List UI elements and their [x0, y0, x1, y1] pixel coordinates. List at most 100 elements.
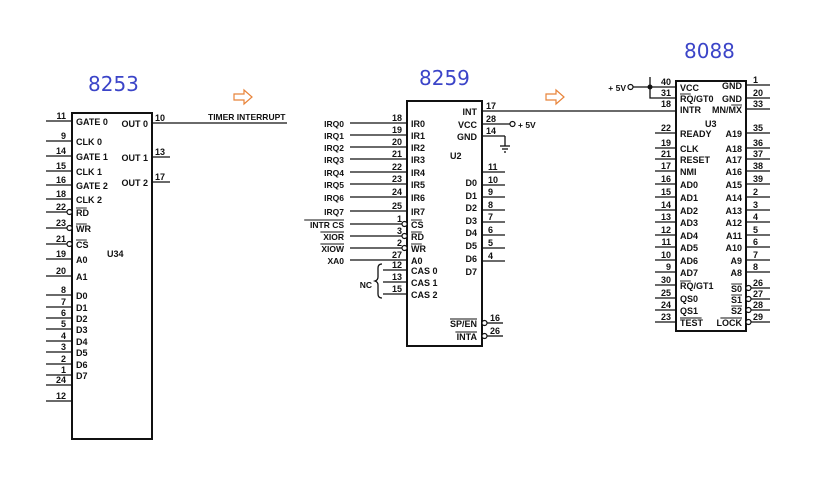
- pin-number: 12: [392, 260, 402, 270]
- chip-title-8259: 8259: [419, 66, 470, 90]
- pin-label: A15: [725, 180, 742, 190]
- pin-label: D2: [76, 314, 88, 324]
- pin-number: 3: [397, 226, 402, 236]
- pin-number: 19: [392, 125, 402, 135]
- pin-number: 22: [56, 202, 66, 212]
- pin-label: A13: [725, 206, 742, 216]
- inversion-bubble-icon: [66, 240, 73, 248]
- pin-8259-5: 5D6: [465, 238, 505, 264]
- pin-number: 10: [155, 113, 165, 123]
- pin-8253-6: 6D2: [46, 308, 88, 324]
- pin-number: 21: [392, 149, 402, 159]
- nc-label: NC: [360, 280, 372, 290]
- pin-label: A16: [725, 167, 742, 177]
- inversion-bubble-icon: [66, 208, 73, 216]
- inversion-bubble-icon: [481, 332, 488, 340]
- pin-label: IR4: [411, 168, 425, 178]
- pin-number: 31: [661, 88, 671, 98]
- inversion-bubble-icon: [745, 306, 752, 314]
- pin-label: GATE 2: [76, 181, 108, 191]
- pin-label: IR6: [411, 193, 425, 203]
- pin-label: NMI: [680, 167, 697, 177]
- pin-number: 6: [61, 308, 66, 318]
- pin-label: AD6: [680, 256, 698, 266]
- net-label: IRQ6: [324, 193, 344, 203]
- pin-number: 14: [661, 200, 671, 210]
- pin-number: 10: [488, 175, 498, 185]
- pin-number: 2: [61, 354, 66, 364]
- pin-label: A10: [725, 243, 742, 253]
- inversion-bubble-icon: [481, 319, 488, 327]
- pin-label: D7: [76, 371, 88, 381]
- pin-8088-8: 8A8: [730, 262, 770, 278]
- rq-gt0-tie-wire: [649, 77, 676, 99]
- pin-label: D2: [465, 203, 477, 213]
- pin-8253-3: 3D5: [46, 342, 88, 358]
- vcc-label: + 5V: [518, 120, 536, 130]
- pin-label: D6: [465, 254, 477, 264]
- pin-label: GND: [722, 94, 743, 104]
- chip-ref-designator: U34: [107, 249, 124, 259]
- chip-title-8253: 8253: [88, 72, 139, 96]
- pin-number: 21: [56, 234, 66, 244]
- inversion-bubble-icon: [745, 318, 752, 326]
- pin-label: D6: [76, 360, 88, 370]
- pin-label: A17: [725, 155, 742, 165]
- net-label: IRQ1: [324, 131, 344, 141]
- pin-number: 27: [392, 250, 402, 260]
- pin-label: CAS 2: [411, 290, 438, 300]
- pin-number: 26: [490, 326, 500, 336]
- pin-label: A0: [76, 255, 88, 265]
- net-label: XIOR: [323, 232, 344, 242]
- pin-label: A12: [725, 218, 742, 228]
- pin-label: S0: [731, 284, 742, 294]
- pin-number: 15: [56, 161, 66, 171]
- pin-number: 1: [753, 75, 758, 85]
- pin-number: 4: [753, 212, 758, 222]
- pin-8253-7: 7D1: [46, 297, 88, 313]
- pin-8253-12: 12: [46, 391, 72, 402]
- pin-8253-5: 5D3: [46, 319, 88, 335]
- pin-number: 19: [661, 138, 671, 148]
- pin-label: WR: [411, 244, 426, 254]
- pin-number: 22: [661, 123, 671, 133]
- pin-label: IR2: [411, 143, 425, 153]
- pin-label: AD1: [680, 193, 698, 203]
- pin-label: MN/MX: [712, 105, 742, 115]
- pin-label: GATE 1: [76, 152, 108, 162]
- pin-number: 17: [661, 161, 671, 171]
- pin-number: 12: [56, 391, 66, 401]
- pin-label: D1: [76, 303, 88, 313]
- pin-label: A1: [76, 272, 88, 282]
- pin-label: OUT 0: [121, 119, 148, 129]
- net-label: INTR CS: [310, 220, 344, 230]
- pin-number: 22: [392, 162, 402, 172]
